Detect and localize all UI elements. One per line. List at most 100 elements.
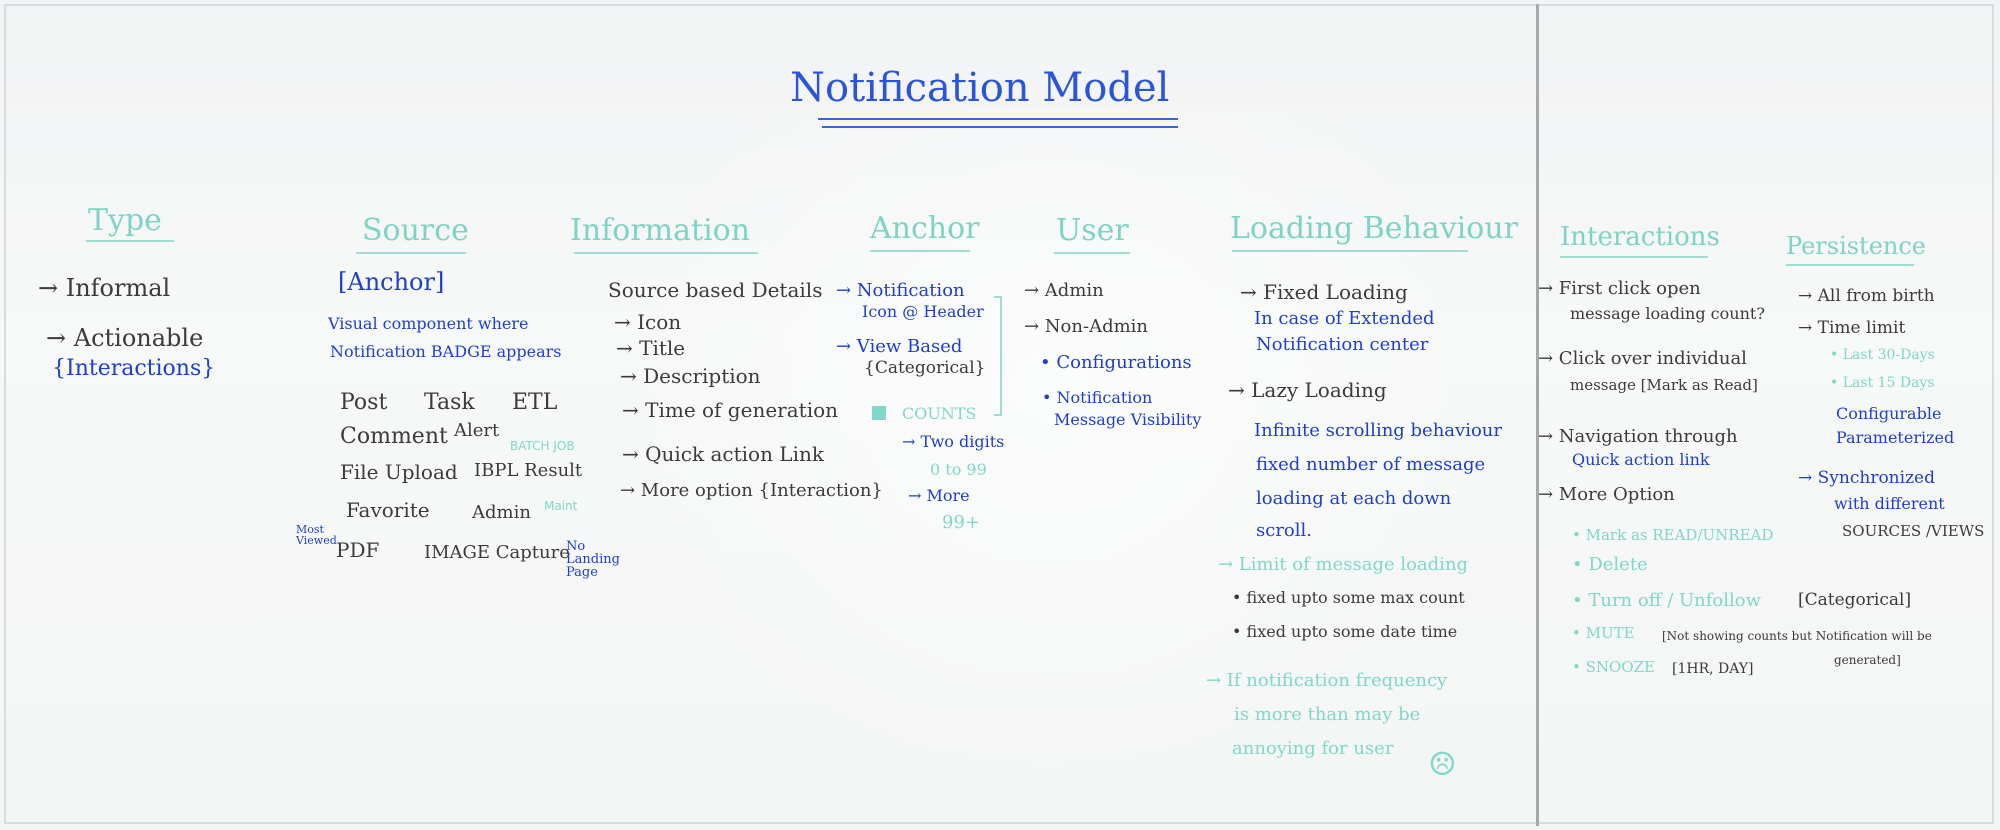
anchor-notification: → Notification	[836, 280, 965, 301]
counts-marker	[872, 406, 886, 420]
interactions-item: → More Option	[1538, 484, 1675, 505]
interactions-item-desc: message [Mark as Read]	[1570, 376, 1758, 394]
interactions-option-note: generated]	[1834, 653, 1901, 667]
anchor-heading: Anchor	[870, 211, 980, 246]
persistence-item: • Last 15 Days	[1830, 375, 1935, 391]
title-underline-2	[822, 126, 1178, 128]
type-heading-underline	[86, 240, 174, 242]
interactions-option-note: [Not showing counts but Notification wil…	[1662, 629, 1932, 643]
user-item: → Admin	[1024, 280, 1104, 301]
loading-limit: → Limit of message loading	[1218, 554, 1469, 575]
anchor-more: → More	[908, 486, 970, 505]
interactions-option: • SNOOZE	[1572, 658, 1655, 676]
source-anchor-box: [Anchor]	[338, 268, 445, 296]
type-item: → Actionable	[46, 324, 204, 352]
persistence-heading-underline	[1786, 264, 1914, 266]
user-item: → Non-Admin	[1024, 316, 1149, 337]
anchor-view-sub: {Categorical}	[864, 358, 986, 378]
anchor-two-digits: → Two digits	[902, 432, 1005, 451]
loading-heading-underline	[1232, 250, 1468, 252]
interactions-item-desc: Quick action link	[1572, 450, 1710, 469]
information-intro: Source based Details	[608, 278, 823, 302]
interactions-option-note: [1HR, DAY]	[1672, 661, 1754, 677]
source-anchor-desc: Notification BADGE appears	[330, 342, 562, 361]
information-item: → More option {Interaction}	[620, 480, 883, 501]
interactions-heading-underline	[1560, 256, 1708, 258]
persistence-item: → Time limit	[1798, 318, 1906, 338]
type-item: {Interactions}	[52, 356, 216, 381]
user-notification: • Notification	[1042, 388, 1153, 407]
loading-lazy-desc: scroll.	[1256, 520, 1312, 541]
interactions-option: • Turn off / Unfollow	[1572, 590, 1762, 611]
loading-frequency: annoying for user	[1232, 738, 1394, 759]
glare	[600, 110, 1500, 810]
loading-lazy-desc: loading at each down	[1256, 488, 1452, 509]
loading-heading: Loading Behaviour	[1230, 211, 1519, 246]
loading-limit-item: • fixed upto some max count	[1232, 588, 1465, 607]
information-item: → Title	[616, 336, 686, 360]
source-item: File Upload	[340, 460, 458, 484]
source-item: Post	[340, 390, 388, 415]
persistence-heading: Persistence	[1786, 232, 1927, 260]
interactions-option: • Mark as READ/UNREAD	[1572, 526, 1774, 544]
information-item: → Icon	[614, 310, 682, 334]
user-heading: User	[1056, 213, 1129, 248]
user-heading-underline	[1054, 252, 1130, 254]
anchor-view: → View Based	[836, 336, 963, 357]
board-frame	[4, 4, 1994, 824]
loading-fixed-desc: In case of Extended	[1254, 308, 1435, 329]
information-item: → Quick action Link	[622, 442, 824, 466]
anchor-more-value: 99+	[942, 512, 980, 533]
loading-frequency: is more than may be	[1234, 704, 1421, 725]
source-item: ETL	[512, 390, 558, 415]
interactions-option: • MUTE	[1572, 624, 1635, 642]
loading-fixed: → Fixed Loading	[1240, 280, 1408, 304]
loading-lazy-desc: Infinite scrolling behaviour	[1254, 420, 1502, 441]
source-item: IBPL Result	[474, 460, 583, 481]
sad-face-icon: ☹	[1428, 745, 1457, 783]
title-underline-1	[818, 118, 1178, 120]
loading-limit-item: • fixed upto some date time	[1232, 622, 1458, 641]
interactions-item: → Click over individual	[1538, 348, 1747, 369]
interactions-item-desc: message loading count?	[1570, 304, 1765, 323]
information-heading: Information	[570, 213, 751, 248]
board-title: Notification Model	[790, 65, 1170, 111]
source-most-viewed: Most Viewed	[296, 523, 337, 547]
source-item: Admin	[472, 502, 531, 523]
source-item: IMAGE Capture	[424, 542, 570, 563]
persistence-item: → All from birth	[1798, 286, 1935, 306]
source-heading-underline	[356, 252, 466, 254]
persistence-item: • Last 30-Days	[1830, 347, 1935, 363]
loading-fixed-desc: Notification center	[1256, 334, 1429, 355]
source-anchor-desc: Visual component where	[328, 314, 529, 333]
persistence-item: Parameterized	[1836, 428, 1955, 447]
source-item: Favorite	[346, 498, 430, 522]
user-configurations: • Configurations	[1040, 352, 1192, 373]
information-item: → Time of generation	[622, 398, 839, 422]
interactions-option: • Delete	[1572, 554, 1648, 575]
type-heading: Type	[88, 203, 162, 238]
source-heading: Source	[362, 213, 469, 248]
user-visibility: Message Visibility	[1054, 410, 1202, 429]
interactions-heading: Interactions	[1560, 222, 1720, 252]
source-maint: Maint	[544, 499, 578, 513]
interactions-option-note: [Categorical]	[1798, 590, 1912, 610]
anchor-counts: COUNTS	[902, 404, 977, 423]
board-divider	[1536, 4, 1539, 826]
source-item: Task	[424, 390, 475, 415]
persistence-item: Configurable	[1836, 404, 1942, 423]
anchor-notification-sub: Icon @ Header	[862, 302, 984, 321]
loading-frequency: → If notification frequency	[1206, 670, 1448, 691]
type-item: → Informal	[38, 274, 171, 302]
source-item: Alert	[454, 420, 500, 441]
anchor-range: 0 to 99	[930, 460, 987, 479]
source-batch-job: BATCH JOB	[510, 439, 575, 453]
information-item: → Description	[620, 364, 761, 388]
loading-lazy-desc: fixed number of message	[1256, 454, 1486, 475]
source-item: PDF	[336, 538, 380, 562]
interactions-item: → First click open	[1538, 278, 1701, 299]
anchor-bracket	[994, 296, 1002, 416]
anchor-heading-underline	[870, 250, 970, 252]
source-item: Comment	[340, 424, 448, 449]
